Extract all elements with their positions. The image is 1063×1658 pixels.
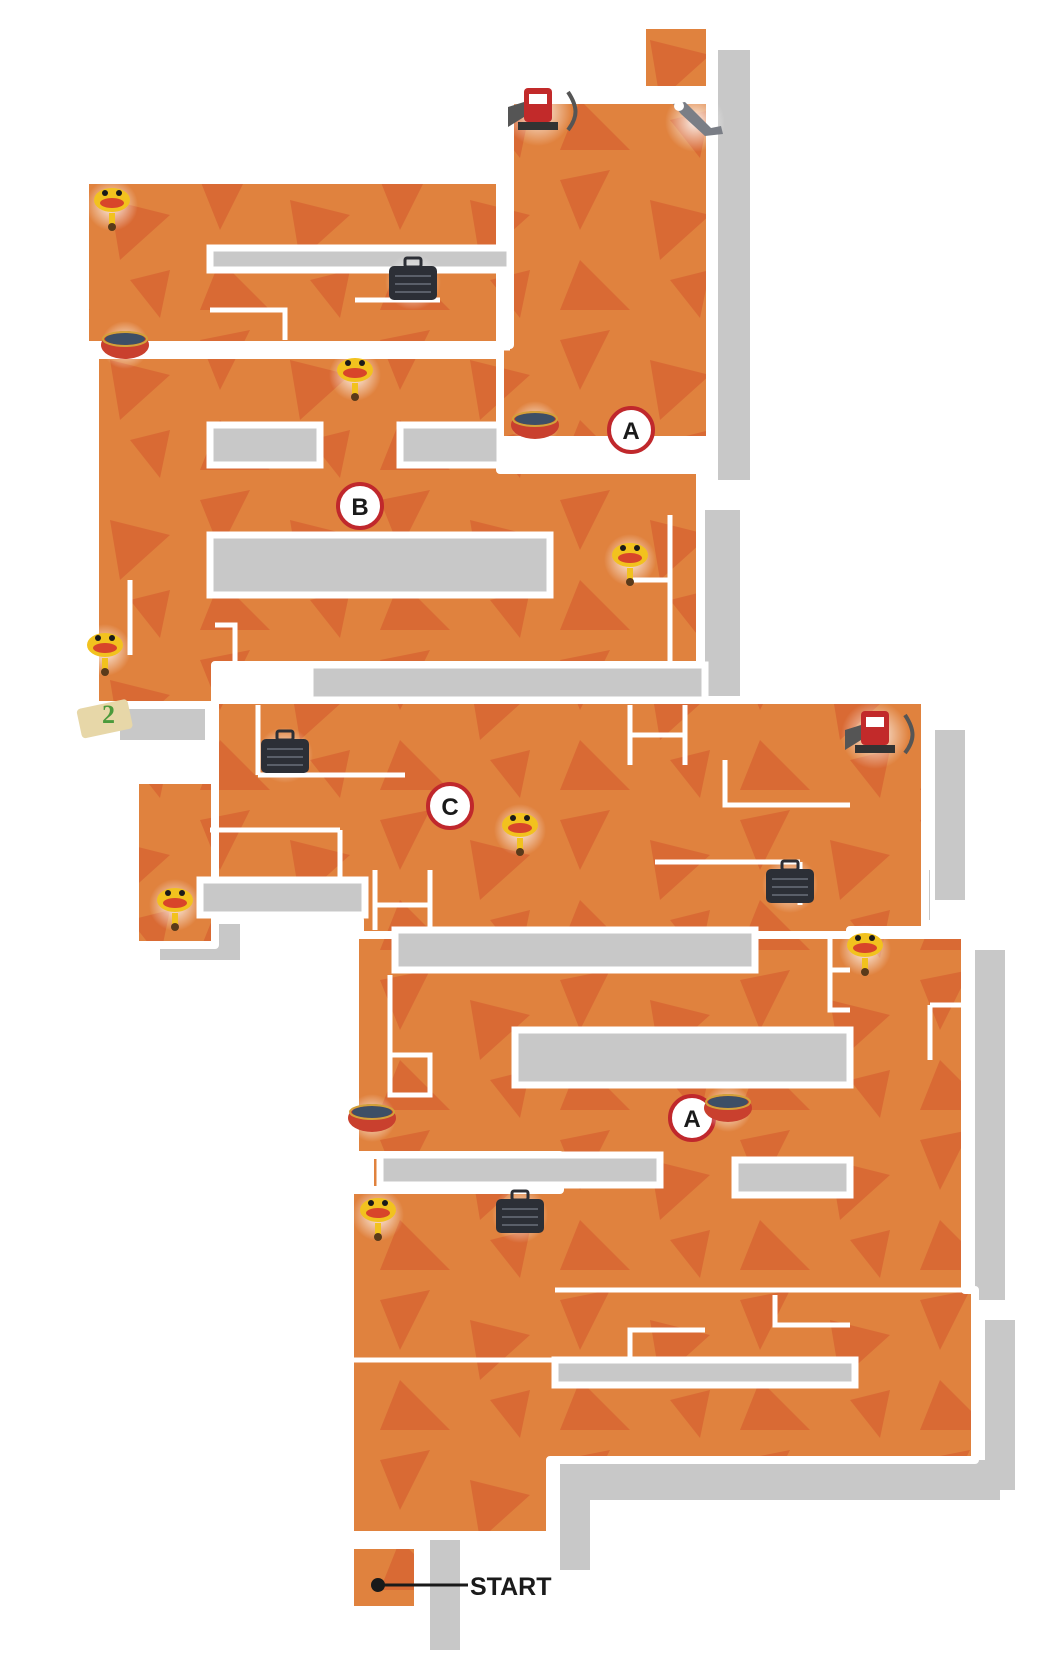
yellow-creature-icon	[494, 804, 546, 856]
marker-c: C	[426, 782, 474, 830]
yellow-creature-icon	[86, 179, 138, 231]
yellow-creature-icon	[149, 879, 201, 931]
yellow-creature-icon	[79, 624, 131, 676]
thin-walls	[120, 297, 975, 1363]
svg-text:2: 2	[102, 700, 115, 729]
robot-icon	[841, 701, 915, 769]
wall-shadows	[120, 50, 1015, 1650]
interior-blocks	[196, 244, 859, 1389]
start-label: START	[470, 1573, 551, 1601]
suitcase-icon	[257, 727, 313, 783]
bomb-icon	[348, 1094, 396, 1142]
marker-b-letter: B	[351, 494, 368, 521]
yellow-creature-icon	[329, 349, 381, 401]
robots	[504, 78, 915, 769]
suitcase-icon	[492, 1187, 548, 1243]
bomb-icon	[101, 321, 149, 369]
wrench-tool-icon	[665, 92, 725, 152]
suitcases	[257, 254, 818, 1243]
robot-icon	[504, 78, 578, 146]
bomb-icon	[511, 401, 559, 449]
bombs	[101, 321, 752, 1142]
marker-a-upper: A	[607, 406, 655, 454]
suitcase-icon	[385, 254, 441, 310]
marker-c-letter: C	[441, 794, 458, 821]
yellow-creature-icon	[839, 924, 891, 976]
yellow-creature-icon	[352, 1189, 404, 1241]
marker-a-lower: A	[668, 1094, 716, 1142]
suitcase-icon	[762, 857, 818, 913]
map-scroll-icon: 2	[76, 699, 133, 739]
marker-a-upper-letter: A	[622, 418, 639, 445]
marker-b: B	[336, 482, 384, 530]
marker-a-lower-letter: A	[683, 1106, 700, 1133]
creatures	[79, 179, 891, 1241]
yellow-creature-icon	[604, 534, 656, 586]
start-marker: START	[371, 1573, 551, 1601]
bomb-icon	[704, 1084, 752, 1132]
